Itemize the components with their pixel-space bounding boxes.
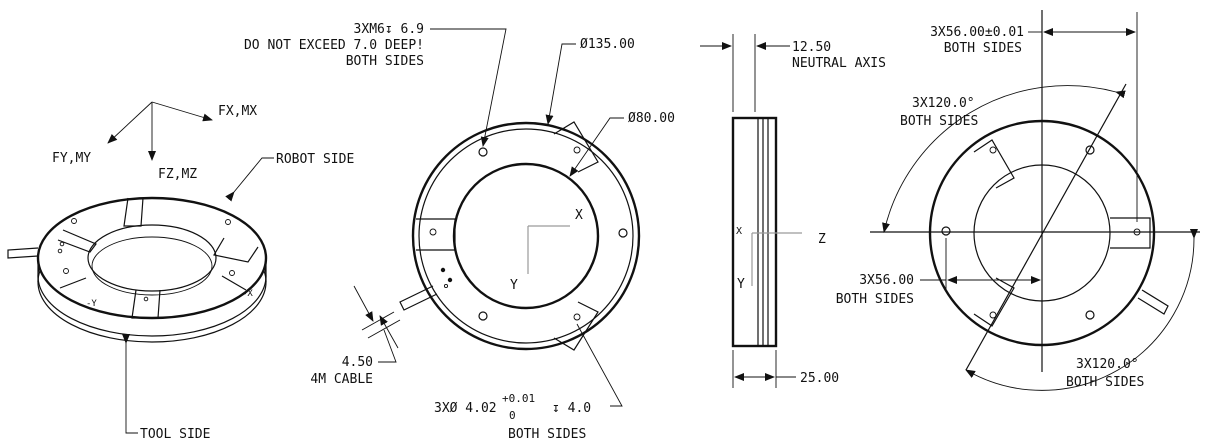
iso-sensor-ring: -Y -X xyxy=(7,196,268,343)
label-pin-depth: ↧ 4.0 xyxy=(552,401,591,416)
iso-mark-y: -Y xyxy=(86,299,97,309)
label-neutral-axis: NEUTRAL AXIS xyxy=(792,56,886,71)
label-spacing-top: 3X56.00±0.01 xyxy=(930,25,1024,40)
label-spacing-top-sides: BOTH SIDES xyxy=(944,41,1022,56)
label-tool-side: TOOL SIDE xyxy=(140,427,210,442)
label-thread-sides: BOTH SIDES xyxy=(346,54,424,69)
label-outer-dia: Ø135.00 xyxy=(580,37,635,52)
side-axis-x: X xyxy=(736,226,742,237)
label-thickness: 25.00 xyxy=(800,371,839,386)
side-axis-z: Z xyxy=(818,232,826,247)
front-axis-y: Y xyxy=(510,278,518,293)
label-pin-sides: BOTH SIDES xyxy=(508,427,586,442)
label-fx-mx: FX,MX xyxy=(218,104,257,119)
side-axis-y: Y xyxy=(737,277,745,292)
label-thread-warning: DO NOT EXCEED 7.0 DEEP! xyxy=(244,38,424,53)
label-spacing-mid-sides: BOTH SIDES xyxy=(836,292,914,307)
side-view: 12.50 NEUTRAL AXIS Z Y X 25.00 xyxy=(700,34,886,388)
label-angle-bottom: 3X120.0° xyxy=(1076,357,1139,372)
label-fz-mz: FZ,MZ xyxy=(158,167,197,182)
label-spacing-mid: 3X56.00 xyxy=(859,273,914,288)
rear-view: 3X56.00±0.01 BOTH SIDES 3X120.0° BOTH SI… xyxy=(836,10,1200,391)
iso-force-axes xyxy=(107,101,213,161)
label-cable-dim: 4.50 xyxy=(342,355,373,370)
label-angle-bottom-sides: BOTH SIDES xyxy=(1066,375,1144,390)
front-axis-x: X xyxy=(575,208,583,223)
label-inner-dia: Ø80.00 xyxy=(628,111,675,126)
label-pin-tol-upper: +0.01 xyxy=(502,392,535,405)
label-thread-spec: 3XM6↧ 6.9 xyxy=(354,22,424,37)
label-angle-top-sides: BOTH SIDES xyxy=(900,114,978,129)
label-pin-tol-lower: 0 xyxy=(509,409,516,422)
label-robot-side: ROBOT SIDE xyxy=(276,152,354,167)
label-neutral-dim: 12.50 xyxy=(792,40,831,55)
label-fy-my: FY,MY xyxy=(52,151,91,166)
label-pin-prefix: 3XØ 4.02 xyxy=(434,401,497,416)
front-view: X Y 3XM6↧ 6.9 DO NOT EXCEED 7.0 DEEP! BO… xyxy=(244,22,675,442)
isometric-view: FX,MX FY,MY FZ,MZ -Y xyxy=(7,101,354,442)
iso-mark-x: -X xyxy=(242,289,253,299)
label-angle-top: 3X120.0° xyxy=(912,96,975,111)
label-cable-length: 4M CABLE xyxy=(310,372,373,387)
